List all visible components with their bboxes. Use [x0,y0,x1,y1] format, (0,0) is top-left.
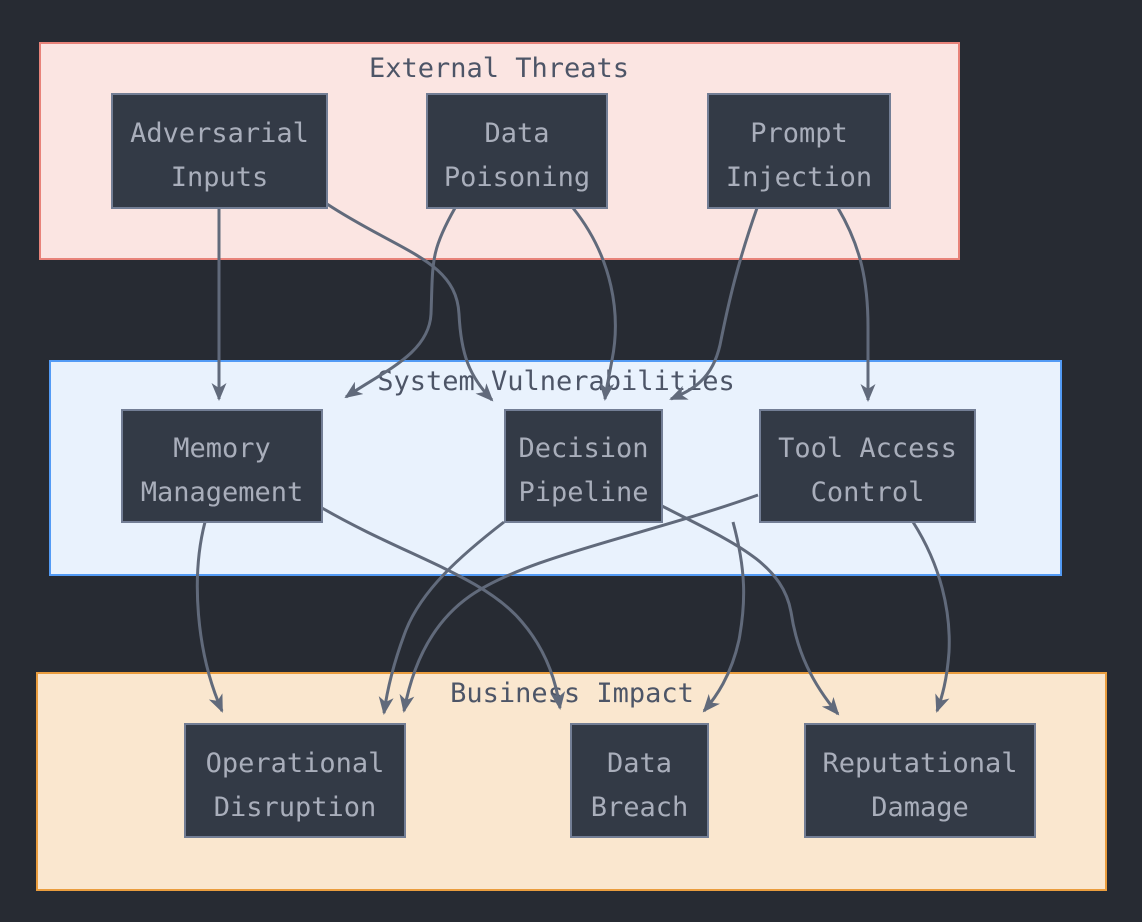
node-operational-disruption: Operational Disruption [184,723,406,838]
memory-management-label-line2: Management [141,477,304,508]
operational-disruption-label-line2: Disruption [214,792,377,823]
edge-memory-management-to-data-breach [321,506,566,710]
node-prompt-injection: Prompt Injection [707,93,891,209]
data-breach-box [570,723,709,838]
edge-data-poisoning-to-decision-pipeline [571,207,617,401]
edge-data-poisoning-to-memory-management [344,207,457,399]
node-tool-access-control: Tool Access Control [759,409,976,523]
business-impact-title: Business Impact [450,678,694,709]
edge-tool-access-control-to-operational-disruption [399,493,759,713]
node-adversarial-inputs: Adversarial Inputs [111,93,328,209]
operational-disruption-box [184,723,406,838]
memory-management-box [121,409,323,523]
prompt-injection-box [707,93,891,209]
node-reputational-damage: Reputational Damage [804,723,1036,838]
edge-prompt-injection-to-tool-access-control [836,207,876,402]
node-data-breach: Data Breach [570,723,709,838]
operational-disruption-label-line1: Operational [206,748,385,779]
reputational-damage-label-line2: Damage [871,792,969,823]
edge-memory-management-to-operational-disruption [195,521,224,713]
reputational-damage-box [804,723,1036,838]
node-decision-pipeline: Decision Pipeline [504,409,663,523]
prompt-injection-label-line1: Prompt [750,118,848,149]
adversarial-inputs-label-line1: Adversarial [130,118,309,149]
data-poisoning-box [426,93,608,209]
edge-tool-access-control-to-reputational-damage [911,521,951,713]
data-breach-label-line1: Data [607,748,672,779]
prompt-injection-label-line2: Injection [726,162,872,193]
data-poisoning-label-line1: Data [484,118,549,149]
node-data-poisoning: Data Poisoning [426,93,608,209]
decision-pipeline-box [504,409,663,523]
tool-access-control-label-line2: Control [811,477,925,508]
edge-prompt-injection-to-decision-pipeline [669,207,759,401]
system-vulnerabilities-title: System Vulnerabilities [377,366,735,397]
node-memory-management: Memory Management [121,409,323,523]
edge-decision-pipeline-to-reputational-damage [661,504,840,716]
edge-tool-access-control-to-data-breach [702,521,746,713]
decision-pipeline-label-line2: Pipeline [518,477,648,508]
adversarial-inputs-label-line2: Inputs [171,162,269,193]
data-breach-label-line2: Breach [591,792,689,823]
data-poisoning-label-line2: Poisoning [444,162,590,193]
tool-access-control-box [759,409,976,523]
adversarial-inputs-box [111,93,328,209]
memory-management-label-line1: Memory [173,433,271,464]
reputational-damage-label-line1: Reputational [822,748,1017,779]
edge-adversarial-inputs-to-decision-pipeline [326,202,494,402]
external-threats-title: External Threats [369,53,629,84]
edge-decision-pipeline-to-operational-disruption [378,520,505,715]
decision-pipeline-label-line1: Decision [518,433,648,464]
tool-access-control-label-line1: Tool Access [778,433,957,464]
